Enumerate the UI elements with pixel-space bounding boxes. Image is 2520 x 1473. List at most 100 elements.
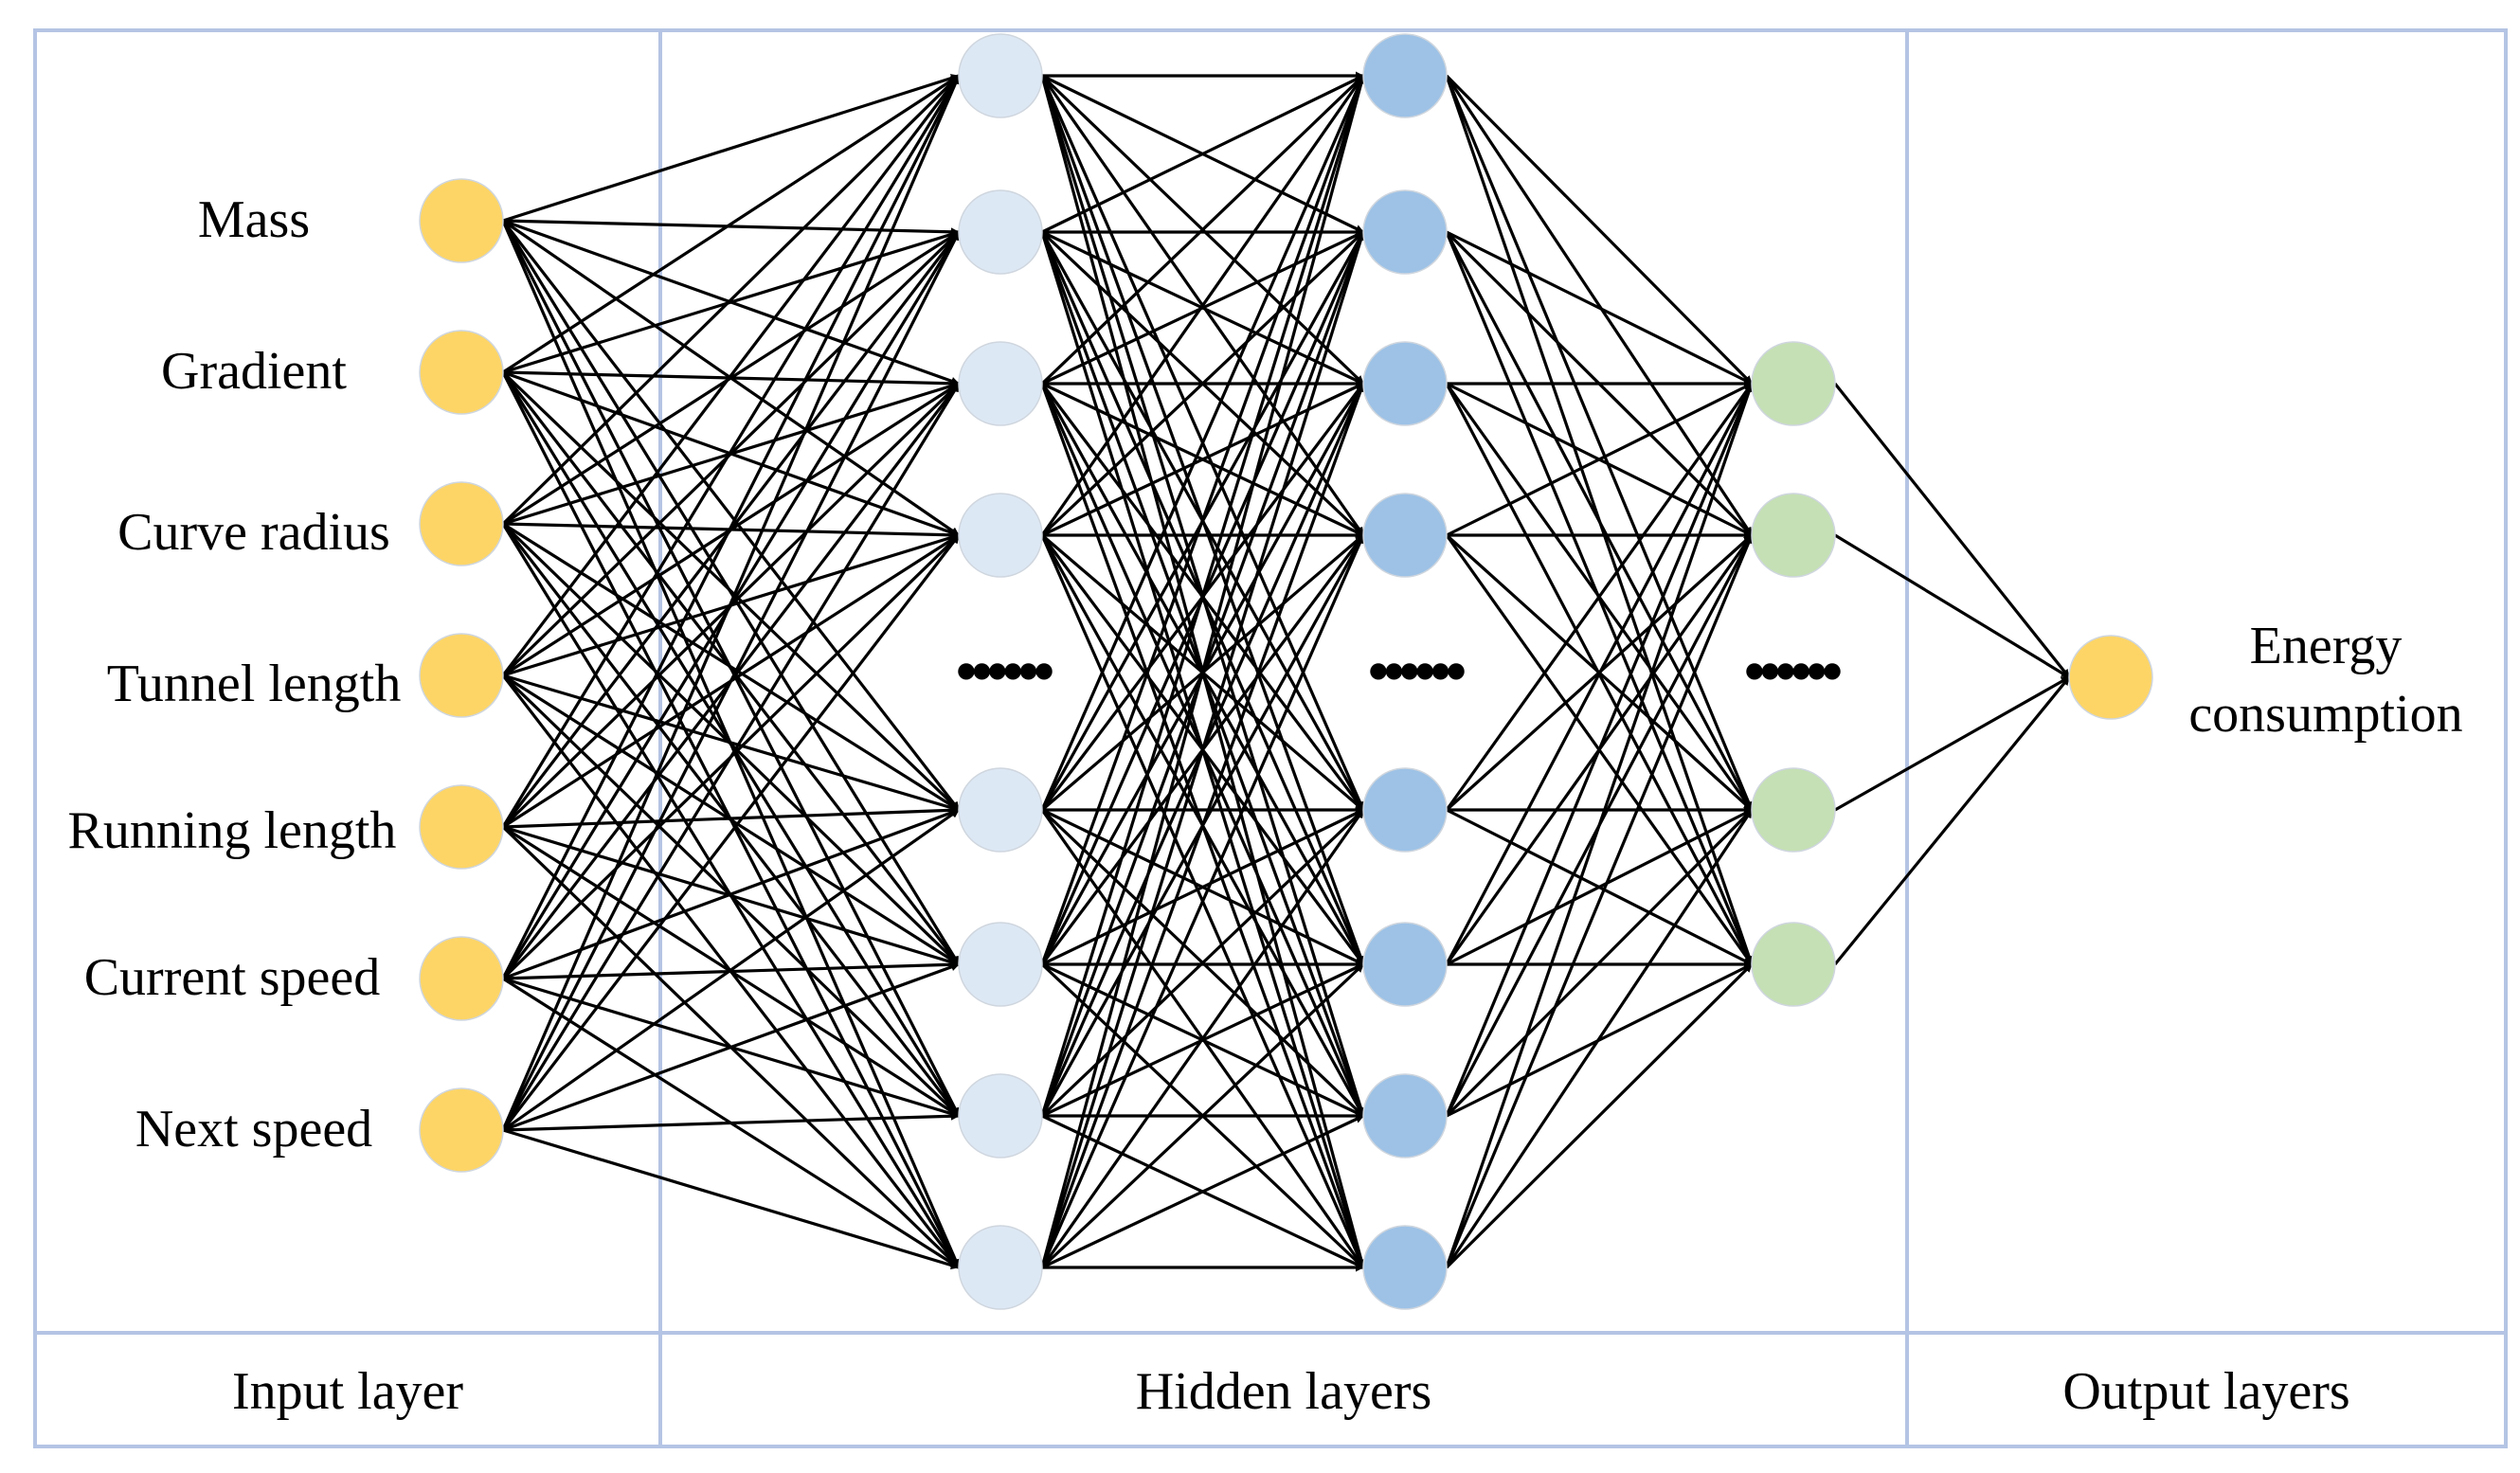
hidden2-node-4 — [1362, 493, 1448, 578]
edge-hidden1-8-to-hidden2-5 — [1040, 809, 1365, 1268]
edge-input-5-to-hidden1-1 — [501, 75, 961, 828]
hidden3-node-3 — [1751, 767, 1836, 853]
edge-input-7-to-hidden1-4 — [501, 534, 961, 1131]
edge-hidden2-8-to-hidden3-3 — [1445, 809, 1754, 1268]
edge-input-2-to-hidden1-2 — [502, 230, 960, 374]
caption-input-layer: Input layer — [232, 1362, 463, 1421]
edge-hidden1-7-to-hidden2-1 — [1040, 75, 1365, 1117]
hidden1-node-5 — [958, 767, 1043, 853]
input-node-4 — [419, 633, 504, 718]
edge-hidden2-6-to-hidden3-1 — [1445, 383, 1754, 965]
network-nodes — [419, 33, 2153, 1310]
input-label-mass: Mass — [198, 190, 310, 249]
hidden1-ellipsis: •••••• — [956, 638, 1053, 705]
edge-input-2-to-hidden1-5 — [501, 370, 961, 812]
ellipsis-markers: •••••• •••••• •••••• — [956, 638, 1846, 705]
edge-hidden3-1-to-output-1 — [1833, 383, 2071, 678]
input-label-curve-radius: Curve radius — [117, 503, 390, 562]
edge-hidden3-2-to-output-1 — [1834, 533, 2070, 679]
hidden2-node-5 — [1362, 767, 1448, 853]
input-node-2 — [419, 330, 504, 415]
edge-hidden2-1-to-hidden3-2 — [1445, 75, 1754, 536]
edge-hidden1-8-to-hidden2-4 — [1040, 534, 1365, 1268]
edge-hidden1-3-to-hidden2-1 — [1040, 74, 1365, 386]
edge-input-7-to-hidden1-5 — [502, 808, 960, 1132]
input-node-6 — [419, 936, 504, 1021]
edge-hidden1-8-to-hidden2-3 — [1040, 383, 1365, 1268]
edge-hidden2-2-to-hidden3-1 — [1446, 230, 1753, 386]
connection-edges — [501, 71, 2071, 1272]
input-feature-labels: Mass Gradient Curve radius Tunnel length… — [68, 190, 402, 1159]
input-label-tunnel-length: Tunnel length — [107, 655, 402, 713]
frame-outer — [33, 28, 2508, 1448]
caption-hidden-layers: Hidden layers — [1136, 1362, 1432, 1421]
layer-captions: Input layer Hidden layers Output layers — [232, 1362, 2350, 1421]
hidden1-node-8 — [958, 1225, 1043, 1310]
edge-hidden2-8-to-hidden3-4 — [1445, 962, 1754, 1269]
edge-hidden3-4-to-output-1 — [1833, 675, 2071, 966]
hidden1-node-2 — [958, 189, 1043, 275]
edge-hidden2-2-to-hidden3-3 — [1445, 231, 1754, 811]
edge-hidden1-8-to-hidden2-2 — [1040, 231, 1365, 1268]
input-node-1 — [419, 178, 504, 263]
hidden1-node-3 — [958, 341, 1043, 426]
hidden2-node-6 — [1362, 922, 1448, 1007]
caption-output-layers: Output layers — [2062, 1362, 2349, 1421]
hidden3-node-4 — [1751, 922, 1836, 1007]
edge-hidden3-3-to-output-1 — [1834, 675, 2070, 812]
input-label-gradient: Gradient — [161, 342, 347, 401]
output-label-line1: Energy — [2250, 617, 2403, 675]
hidden1-node-1 — [958, 33, 1043, 118]
edge-hidden1-5-to-hidden2-1 — [1040, 75, 1365, 811]
hidden1-node-4 — [958, 493, 1043, 578]
output-label: Energy consumption — [2188, 617, 2462, 744]
edge-input-7-to-hidden1-2 — [501, 231, 961, 1131]
edge-hidden2-8-to-hidden3-1 — [1445, 383, 1754, 1268]
edge-input-6-to-hidden1-5 — [502, 808, 960, 980]
edge-input-3-to-hidden1-5 — [502, 522, 960, 812]
edge-input-4-to-hidden1-1 — [501, 75, 961, 676]
edge-hidden2-5-to-hidden3-1 — [1445, 383, 1754, 811]
edge-hidden1-4-to-hidden2-1 — [1040, 75, 1365, 536]
hidden2-ellipsis: •••••• — [1368, 638, 1465, 705]
input-node-7 — [419, 1087, 504, 1173]
edge-hidden1-8-to-hidden2-1 — [1040, 75, 1366, 1268]
input-label-next-speed: Next speed — [135, 1100, 372, 1159]
edge-input-6-to-hidden1-1 — [501, 75, 961, 979]
hidden1-node-7 — [958, 1073, 1043, 1159]
input-node-5 — [419, 784, 504, 870]
edge-input-2-to-hidden1-1 — [502, 74, 960, 374]
edge-hidden1-8-to-hidden2-7 — [1041, 1114, 1364, 1269]
edge-input-1-to-hidden1-5 — [501, 220, 961, 811]
hidden2-node-1 — [1362, 33, 1448, 118]
edge-hidden2-7-to-hidden3-1 — [1445, 383, 1754, 1117]
edge-hidden1-8-to-hidden2-6 — [1040, 962, 1365, 1269]
edge-input-7-to-hidden1-3 — [501, 383, 961, 1131]
edge-hidden2-1-to-hidden3-3 — [1445, 75, 1754, 811]
hidden3-ellipsis: •••••• — [1744, 638, 1841, 705]
edge-hidden1-2-to-hidden2-1 — [1041, 74, 1364, 234]
hidden3-node-1 — [1751, 341, 1836, 426]
edge-hidden1-6-to-hidden2-1 — [1040, 75, 1365, 965]
edge-input-3-to-hidden1-1 — [501, 74, 961, 526]
edge-hidden2-1-to-hidden3-1 — [1445, 74, 1754, 386]
edge-hidden2-8-to-hidden3-2 — [1445, 534, 1754, 1268]
hidden2-node-3 — [1362, 341, 1448, 426]
output-label-line2: consumption — [2188, 685, 2462, 744]
input-label-current-speed: Current speed — [84, 948, 381, 1007]
edge-hidden1-4-to-hidden2-2 — [1040, 230, 1365, 537]
input-label-running-length: Running length — [68, 801, 397, 860]
edge-input-7-to-hidden1-1 — [501, 75, 961, 1131]
edge-hidden2-6-to-hidden3-3 — [1446, 808, 1753, 966]
hidden1-node-6 — [958, 922, 1043, 1007]
edge-input-5-to-hidden1-5 — [502, 805, 960, 829]
edge-input-7-to-hidden1-6 — [502, 962, 960, 1132]
edge-input-4-to-hidden1-5 — [502, 674, 960, 813]
input-node-3 — [419, 481, 504, 566]
edge-input-7-to-hidden1-8 — [502, 1128, 960, 1269]
hidden3-node-2 — [1751, 493, 1836, 578]
edge-input-1-to-hidden1-1 — [502, 74, 960, 223]
edge-hidden2-4-to-hidden3-1 — [1446, 382, 1753, 537]
output-node-1 — [2068, 635, 2153, 720]
edge-input-7-to-hidden1-7 — [502, 1111, 960, 1132]
